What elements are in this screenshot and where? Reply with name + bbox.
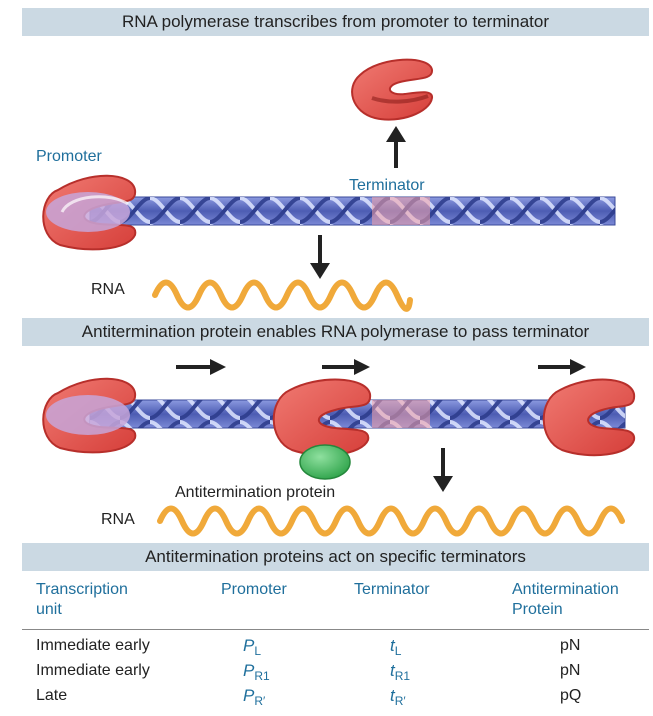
row-terminator: tR1	[390, 661, 411, 683]
terminator-label: Terminator	[349, 177, 425, 194]
terminator-region	[372, 197, 430, 225]
panel2-polymerase-end	[542, 378, 636, 457]
row-protein: pN	[560, 662, 581, 679]
panel1-rna-label: RNA	[91, 281, 125, 298]
direction-arrow-2	[322, 359, 370, 375]
panel1-polymerase-promoter	[42, 174, 137, 251]
panel2-polymerase-terminator	[272, 378, 372, 457]
panel1-banner: RNA polymerase transcribes from promoter…	[22, 8, 649, 36]
header-antitermination-protein: Antitermination Protein	[512, 580, 619, 620]
row-unit: Late	[36, 687, 68, 704]
row-unit: Immediate early	[36, 637, 150, 654]
header-unit-line2: unit	[36, 601, 62, 618]
row-promoter: PR′	[243, 686, 266, 708]
row-terminator: tL	[390, 636, 402, 658]
transcript-arrow	[310, 235, 330, 279]
panel1-dna	[89, 196, 616, 226]
row-terminator: tR′	[390, 686, 406, 708]
panel2-banner: Antitermination protein enables RNA poly…	[22, 318, 649, 346]
antitermination-protein-label: Antitermination protein	[175, 484, 336, 501]
panel2-polymerase-promoter	[42, 377, 137, 454]
release-arrow	[386, 126, 406, 168]
table-banner: Antitermination proteins act on specific…	[22, 543, 649, 571]
header-transcription-unit: Transcription unit	[36, 580, 128, 620]
header-promoter: Promoter	[221, 581, 287, 598]
released-polymerase	[351, 58, 433, 121]
header-protein-line1: Antitermination	[512, 581, 619, 598]
row-unit: Immediate early	[36, 662, 150, 679]
direction-arrow-3	[538, 359, 586, 375]
header-terminator: Terminator	[354, 581, 430, 598]
header-unit-line1: Transcription	[36, 581, 128, 598]
panel2-rna-strand	[157, 505, 625, 537]
promoter-label: Promoter	[36, 148, 102, 165]
antitermination-protein-shape	[299, 444, 351, 480]
row-protein: pQ	[560, 687, 582, 704]
panel1-rna-strand	[152, 279, 413, 312]
row-promoter: PL	[243, 636, 262, 658]
panel2-transcript-arrow	[433, 448, 453, 492]
row-promoter: PR1	[243, 661, 270, 683]
panel2-rna-label: RNA	[101, 511, 135, 528]
table-header-rule	[22, 629, 649, 630]
direction-arrow-1	[176, 359, 226, 375]
row-protein: pN	[560, 637, 581, 654]
header-protein-line2: Protein	[512, 601, 563, 618]
